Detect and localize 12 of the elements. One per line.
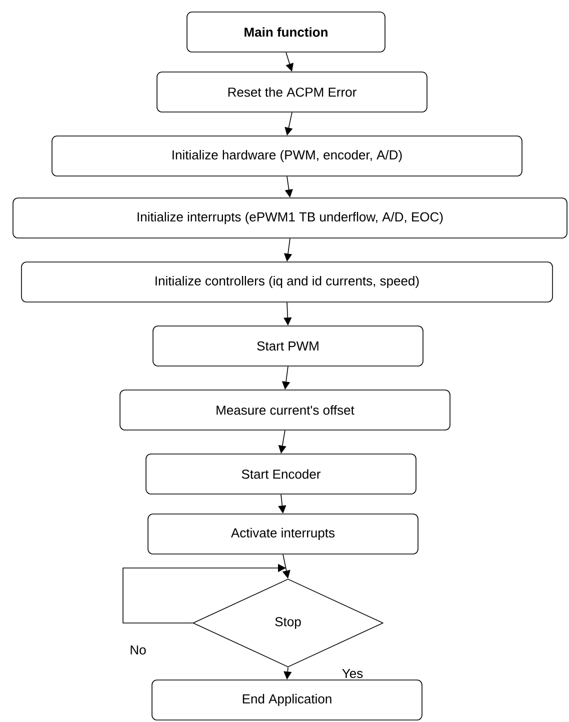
edge-label: No xyxy=(128,644,148,656)
process-box: Measure current's offset xyxy=(120,390,450,430)
process-box: Reset the ACPM Error xyxy=(156,72,428,112)
process-box: Initialize hardware (PWM, encoder, A/D) xyxy=(52,136,522,176)
process-box: Start PWM xyxy=(152,326,424,366)
edge-label: Yes xyxy=(340,668,364,680)
process-box: Initialize interrupts (ePWM1 TB underflow, A/D, EOC) xyxy=(12,198,568,238)
process-box: Start Encoder xyxy=(146,454,416,494)
process-box: Activate interrupts xyxy=(148,514,418,554)
process-box: Main function xyxy=(186,12,386,52)
process-box: Initialize controllers (iq and id currents, speed) xyxy=(21,262,553,302)
process-box: End Application xyxy=(152,680,422,720)
